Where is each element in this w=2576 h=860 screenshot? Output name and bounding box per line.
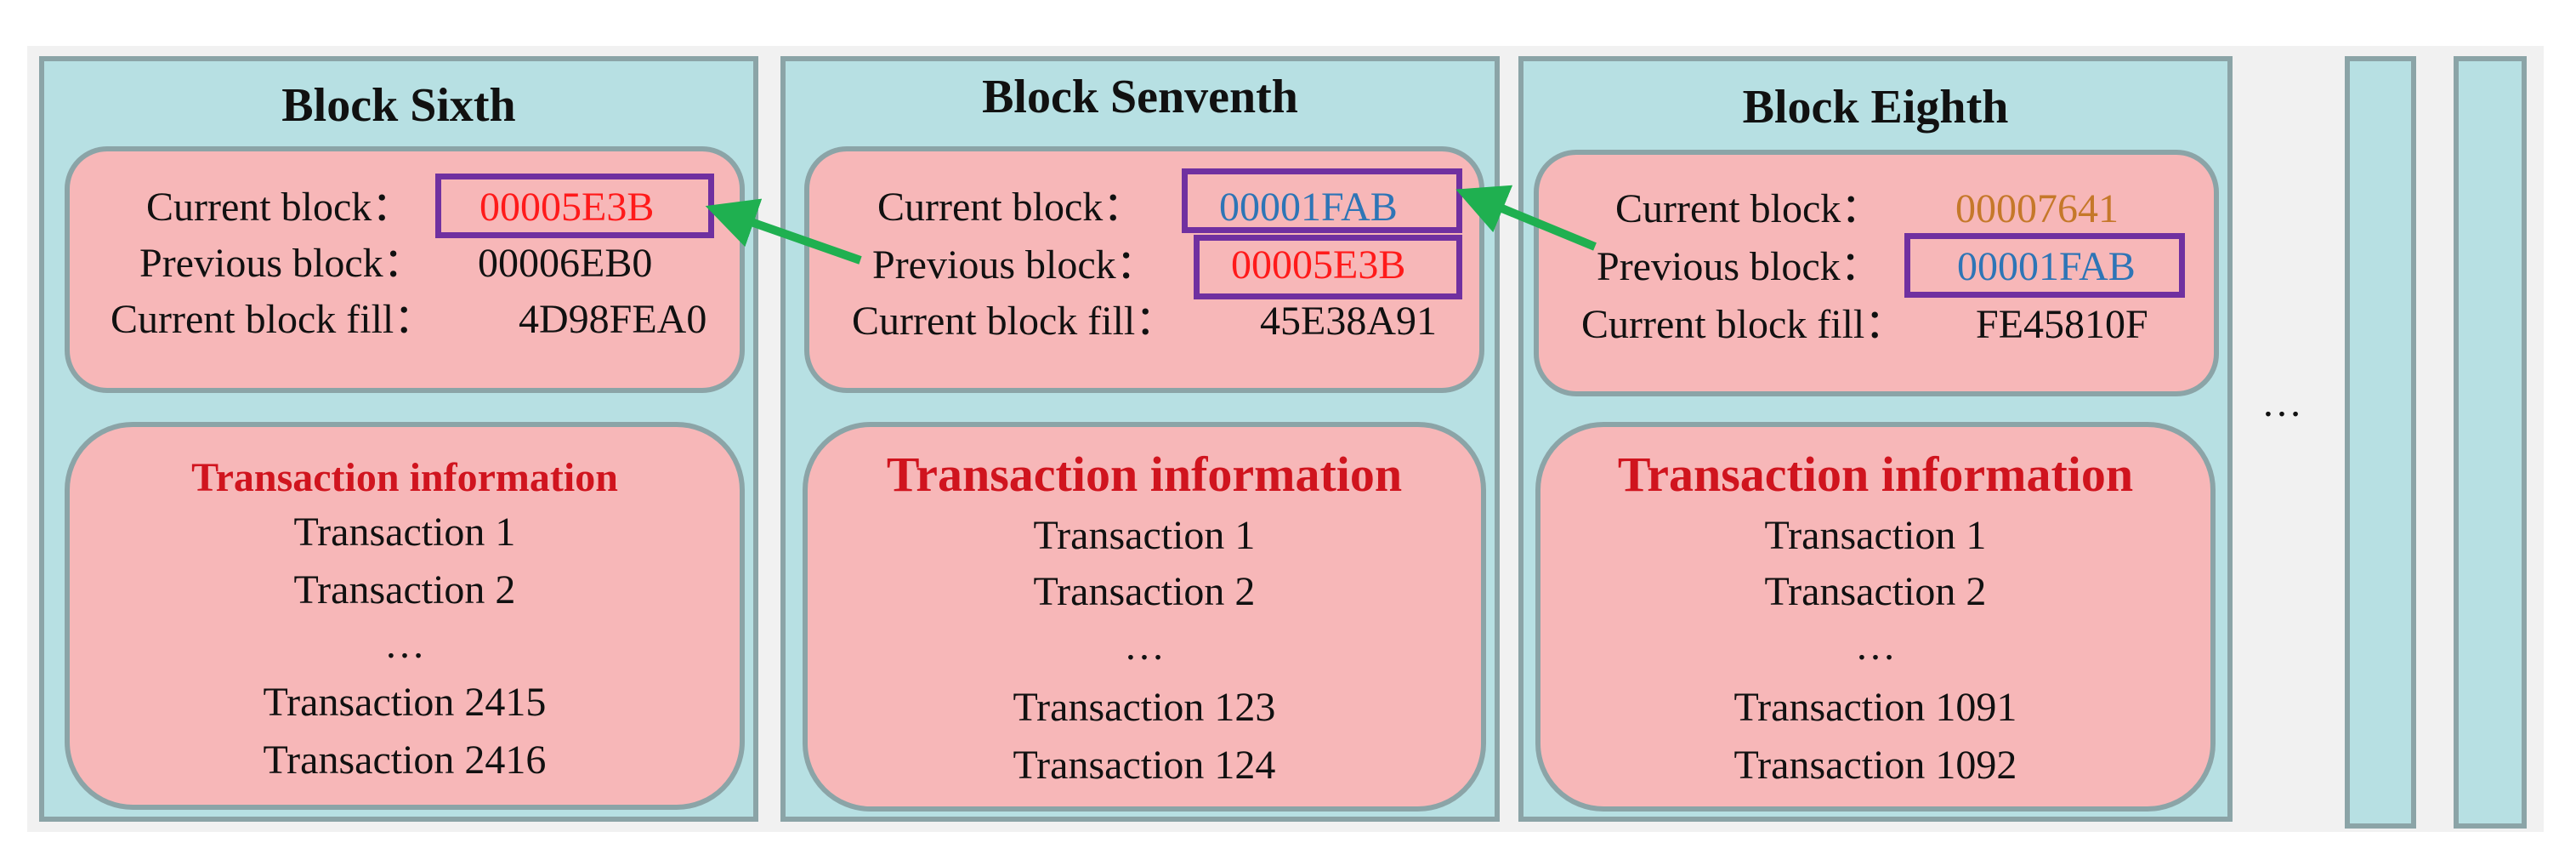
current-block-label: Current block： — [877, 185, 1144, 230]
block-title: Block Eighth — [1742, 81, 2009, 134]
transaction-info-title: Transaction information — [1617, 447, 2134, 502]
current-block-fill-value: 45E38A91 — [1260, 299, 1437, 344]
transaction-info-title: Transaction information — [886, 447, 1403, 502]
block-eighth: Block Eighth Current block： 00007641 Pre… — [1518, 56, 2233, 822]
next-block-column — [2454, 56, 2527, 829]
block-sixth: Block Sixth Current block： 00005E3B Prev… — [39, 56, 758, 822]
current-block-label: Current block： — [146, 185, 413, 230]
transaction-item: Transaction 1091 — [1733, 685, 2017, 730]
transaction-item: Transaction 2415 — [263, 680, 547, 725]
transaction-item: Transaction 2 — [1764, 569, 1987, 614]
previous-block-label: Previous block： — [872, 242, 1157, 288]
transaction-item: Transaction 2 — [1033, 569, 1256, 614]
transaction-info-title: Transaction information — [191, 455, 618, 500]
block-header-box: Current block： 00005E3B Previous block： … — [65, 146, 745, 393]
current-block-value: 00001FAB — [1219, 185, 1398, 230]
continuation-ellipsis: … — [2261, 380, 2302, 425]
hash-highlight-box — [1194, 235, 1462, 299]
hash-highlight-box — [1904, 233, 2185, 298]
transaction-item: Transaction 1 — [293, 510, 516, 555]
previous-block-value: 00005E3B — [1231, 242, 1406, 288]
previous-block-value: 00006EB0 — [478, 241, 653, 286]
block-header-box: Current block： 00001FAB Previous block： … — [804, 146, 1484, 393]
transaction-item: Transaction 1 — [1764, 513, 1987, 558]
previous-block-label: Previous block： — [139, 241, 424, 286]
previous-block-value: 00001FAB — [1957, 244, 2136, 289]
current-block-fill-label: Current block fill： — [1581, 302, 1906, 347]
transaction-info-box: Transaction information Transaction 1 Tr… — [1535, 422, 2216, 812]
current-block-label: Current block： — [1615, 186, 1882, 231]
transaction-ellipsis: … — [1124, 624, 1165, 669]
transaction-ellipsis: … — [384, 622, 425, 667]
transaction-info-box: Transaction information Transaction 1 Tr… — [803, 422, 1486, 812]
transaction-item: Transaction 1 — [1033, 513, 1256, 558]
next-block-column — [2345, 56, 2416, 829]
block-title: Block Senventh — [982, 71, 1298, 123]
current-block-value: 00005E3B — [479, 185, 655, 230]
current-block-fill-label: Current block fill： — [852, 299, 1177, 344]
transaction-item: Transaction 2 — [293, 567, 516, 612]
current-block-fill-label: Current block fill： — [111, 297, 435, 342]
transaction-item: Transaction 2416 — [263, 738, 547, 783]
transaction-item: Transaction 124 — [1013, 743, 1276, 788]
block-header-box: Current block： 00007641 Previous block： … — [1534, 150, 2219, 396]
transaction-item: Transaction 1092 — [1733, 743, 2017, 788]
current-block-value: 00007641 — [1955, 186, 2119, 231]
transaction-ellipsis: … — [1855, 624, 1896, 669]
transaction-info-box: Transaction information Transaction 1 Tr… — [65, 422, 745, 810]
previous-block-label: Previous block： — [1597, 244, 1881, 289]
link-arrow — [705, 198, 862, 265]
current-block-fill-value: FE45810F — [1976, 302, 2148, 347]
link-arrow — [1455, 185, 1597, 251]
transaction-item: Transaction 123 — [1013, 685, 1276, 730]
current-block-fill-value: 4D98FEA0 — [519, 297, 707, 342]
block-title: Block Sixth — [281, 79, 516, 132]
block-seventh: Block Senventh Current block： 00001FAB P… — [780, 56, 1500, 822]
